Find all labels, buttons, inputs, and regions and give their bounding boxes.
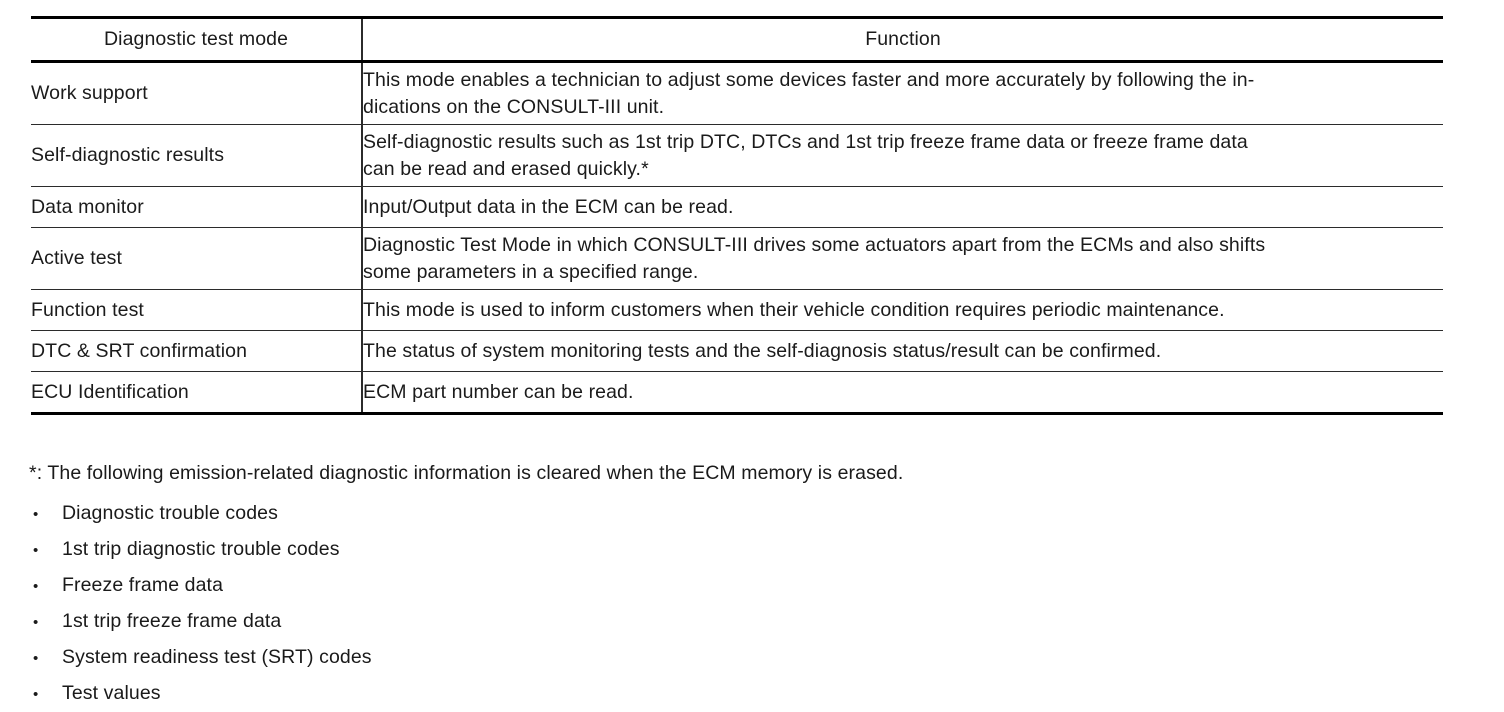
list-item: • Freeze frame data xyxy=(33,568,372,604)
function-text-line: can be read and erased quickly.* xyxy=(363,157,649,180)
list-item: • 1st trip freeze frame data xyxy=(33,604,372,640)
cell-mode-data-monitor: Data monitor xyxy=(31,186,362,228)
list-item-label: 1st trip freeze frame data xyxy=(62,610,282,633)
list-item-label: System readiness test (SRT) codes xyxy=(62,646,372,669)
list-item: • Diagnostic trouble codes xyxy=(33,496,372,532)
cell-mode-active-test: Active test xyxy=(31,227,362,290)
function-text-line: Input/Output data in the ECM can be read… xyxy=(363,195,734,218)
column-header-function: Function xyxy=(361,16,1443,63)
bullet-icon: • xyxy=(33,685,39,703)
cell-function-function-test: This mode is used to inform customers wh… xyxy=(361,289,1443,331)
table-row: ECU Identification ECM part number can b… xyxy=(31,371,1443,415)
function-text-line: some parameters in a specified range. xyxy=(363,260,699,283)
list-item-label: Diagnostic trouble codes xyxy=(62,502,278,525)
list-item: • System readiness test (SRT) codes xyxy=(33,640,372,676)
column-header-diagnostic-test-mode: Diagnostic test mode xyxy=(31,16,362,63)
cell-function-dtc-srt-confirmation: The status of system monitoring tests an… xyxy=(361,330,1443,372)
cell-function-active-test: Diagnostic Test Mode in which CONSULT-II… xyxy=(361,227,1443,290)
cell-function-work-support: This mode enables a technician to adjust… xyxy=(361,61,1443,125)
bullet-icon: • xyxy=(33,505,39,523)
cell-function-self-diagnostic-results: Self-diagnostic results such as 1st trip… xyxy=(361,124,1443,187)
bullet-icon: • xyxy=(33,577,39,595)
cell-mode-work-support: Work support xyxy=(31,61,362,125)
function-text-line: This mode enables a technician to adjust… xyxy=(363,68,1255,91)
table-row: Self-diagnostic results Self-diagnostic … xyxy=(31,124,1443,187)
function-text-line: Self-diagnostic results such as 1st trip… xyxy=(363,130,1248,153)
table-row: Active test Diagnostic Test Mode in whic… xyxy=(31,227,1443,290)
bullet-icon: • xyxy=(33,649,39,667)
function-text-line: Diagnostic Test Mode in which CONSULT-II… xyxy=(363,233,1266,256)
table-row: Data monitor Input/Output data in the EC… xyxy=(31,186,1443,228)
table-row: Function test This mode is used to infor… xyxy=(31,289,1443,331)
function-text-line: This mode is used to inform customers wh… xyxy=(363,298,1225,321)
list-item-label: Test values xyxy=(62,682,161,705)
table-row: Work support This mode enables a technic… xyxy=(31,61,1443,125)
cell-mode-dtc-srt-confirmation: DTC & SRT confirmation xyxy=(31,330,362,372)
function-text-line: The status of system monitoring tests an… xyxy=(363,339,1162,362)
function-text-line: ECM part number can be read. xyxy=(363,380,634,403)
cell-mode-self-diagnostic-results: Self-diagnostic results xyxy=(31,124,362,187)
list-item: • Test values xyxy=(33,676,372,712)
table-row: DTC & SRT confirmation The status of sys… xyxy=(31,330,1443,372)
cell-function-data-monitor: Input/Output data in the ECM can be read… xyxy=(361,186,1443,228)
list-item-label: Freeze frame data xyxy=(62,574,224,597)
footnote-text: *: The following emission-related diagno… xyxy=(29,462,904,484)
cell-mode-function-test: Function test xyxy=(31,289,362,331)
function-text-line: dications on the CONSULT-III unit. xyxy=(363,95,665,118)
bullet-icon: • xyxy=(33,613,39,631)
table-header-row: Diagnostic test mode Function xyxy=(31,16,1443,63)
bullet-icon: • xyxy=(33,541,39,559)
cell-function-ecu-identification: ECM part number can be read. xyxy=(361,371,1443,415)
cleared-information-list: • Diagnostic trouble codes • 1st trip di… xyxy=(33,496,372,712)
table-body: Work support This mode enables a technic… xyxy=(31,61,1443,415)
diagnostic-test-mode-table: Diagnostic test mode Function Work suppo… xyxy=(31,16,1443,415)
list-item: • 1st trip diagnostic trouble codes xyxy=(33,532,372,568)
list-item-label: 1st trip diagnostic trouble codes xyxy=(62,538,340,561)
cell-mode-ecu-identification: ECU Identification xyxy=(31,371,362,415)
table-header: Diagnostic test mode Function xyxy=(31,16,1443,63)
